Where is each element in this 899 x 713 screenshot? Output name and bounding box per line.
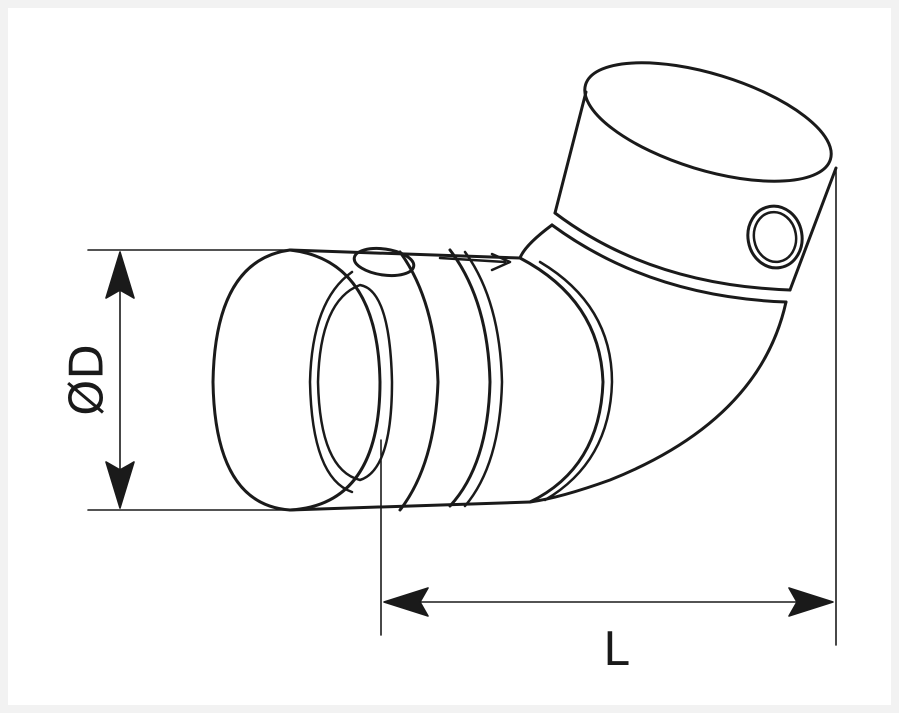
ring-3 [518,256,605,504]
drawing-frame [8,8,891,705]
flow-arrow [438,252,512,272]
front-opening-outer [211,248,382,512]
straight-section [288,248,532,512]
dimension-diameter [87,249,293,511]
upper-socket-hole [746,204,804,270]
ring-2 [448,248,492,508]
length-label: L [603,622,629,676]
alignment-tab [352,246,512,278]
upper-socket [550,61,838,304]
upper-socket-bottom-bead [550,211,792,304]
dimension-length [380,169,837,646]
front-opening-inner [316,283,394,482]
diameter-label: ØD [60,344,114,416]
elbow-body [518,223,788,504]
upper-socket-body [553,90,838,292]
coupling-rings [398,248,614,512]
upper-socket-rim [583,61,833,183]
front-opening [211,248,394,512]
ring-1 [398,250,440,512]
